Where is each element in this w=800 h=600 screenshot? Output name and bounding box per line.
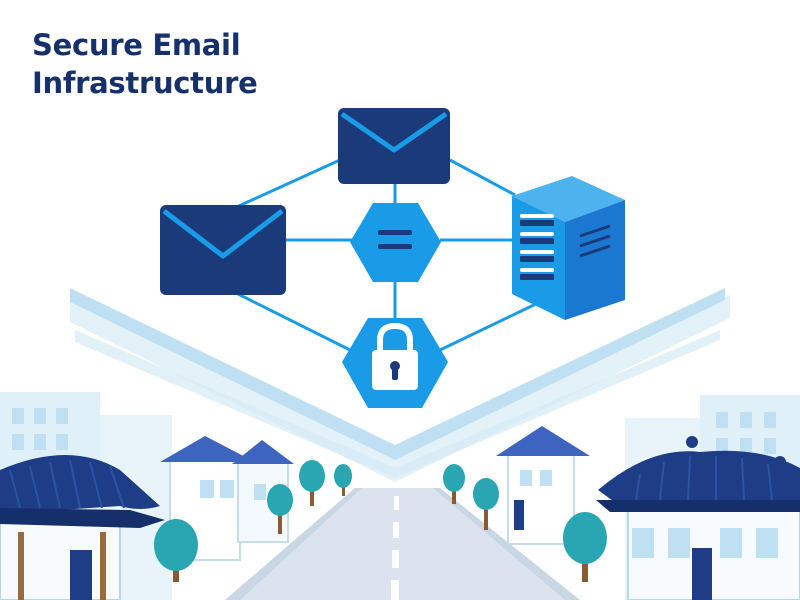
email-envelope-icon <box>338 108 450 184</box>
title-line-1: Secure Email <box>32 28 241 62</box>
server-rack-icon <box>512 176 625 320</box>
road <box>225 488 580 600</box>
server-side-vents <box>579 224 611 258</box>
server-drive-lights <box>520 214 554 272</box>
building-left-windows <box>12 408 68 450</box>
road-surface <box>225 488 580 600</box>
page-title: Secure Email Infrastructure <box>32 26 258 102</box>
road-edge-right <box>433 488 580 600</box>
road-edge-left <box>225 488 362 600</box>
server-drive-slots <box>520 220 554 280</box>
padlock-icon <box>342 318 448 408</box>
trees-left <box>154 460 352 582</box>
building-right-windows <box>716 412 776 454</box>
hanok-house-right <box>596 436 800 600</box>
email-envelope-left-icon <box>160 205 286 295</box>
trees-right <box>443 464 607 582</box>
house-right <box>496 426 590 545</box>
document-hexagon-icon <box>350 203 441 282</box>
network-connections <box>229 158 541 352</box>
title-line-2: Infrastructure <box>32 66 258 100</box>
hanok-house-left <box>0 455 165 600</box>
road-center-dashes <box>391 496 399 600</box>
